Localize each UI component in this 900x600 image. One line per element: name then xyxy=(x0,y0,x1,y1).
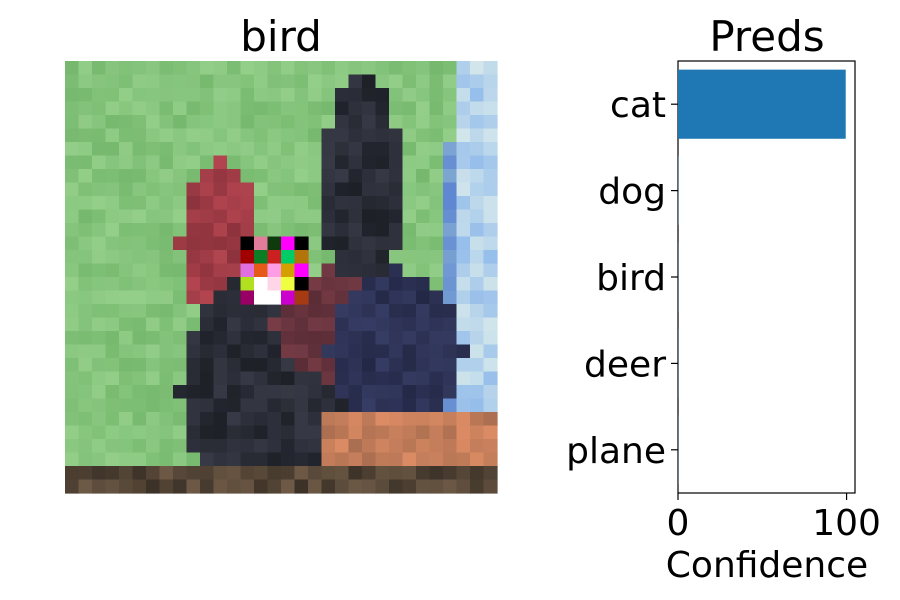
pixelated-image xyxy=(65,61,498,494)
y-tick-label: dog xyxy=(598,172,666,213)
x-tick-label: 100 xyxy=(812,503,881,544)
x-axis-label: Confidence xyxy=(666,545,868,586)
bar-cat xyxy=(678,69,846,139)
y-tick-label: plane xyxy=(566,431,666,472)
y-tick-label: deer xyxy=(584,344,666,385)
y-tick-label: cat xyxy=(610,85,666,126)
x-tick-label: 0 xyxy=(667,503,690,544)
image-title: bird xyxy=(240,12,322,61)
chart-title: Preds xyxy=(709,12,824,61)
y-tick-label: bird xyxy=(596,258,666,299)
